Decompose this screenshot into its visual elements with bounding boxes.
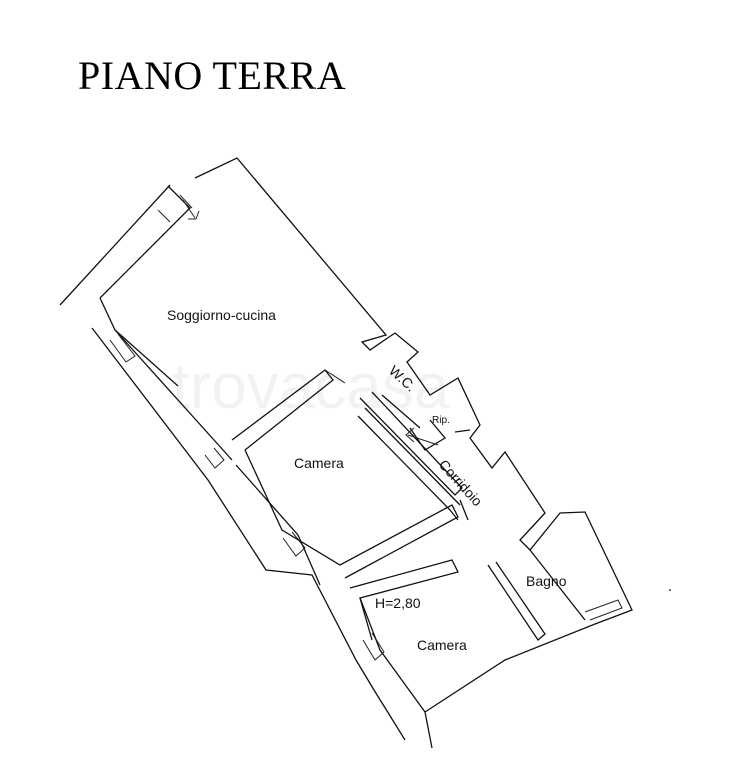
room-label-camera-2: Camera (417, 637, 467, 653)
watermark: trovacasa (172, 350, 450, 422)
room-label-bagno: Bagno (526, 573, 567, 589)
entrance-arrow-icon (182, 199, 200, 220)
ceiling-height-label: H=2,80 (375, 595, 421, 611)
room-label-ripostiglio: Rip. (432, 415, 450, 426)
room-label-soggiorno-cucina: Soggiorno-cucina (167, 307, 276, 323)
exterior-walls (59, 157, 633, 749)
interior-walls (91, 194, 623, 741)
corridor-arrow-icon (405, 427, 439, 446)
page-title: PIANO TERRA (78, 53, 347, 98)
stray-mark (669, 589, 671, 591)
room-label-camera-1: Camera (294, 455, 344, 471)
